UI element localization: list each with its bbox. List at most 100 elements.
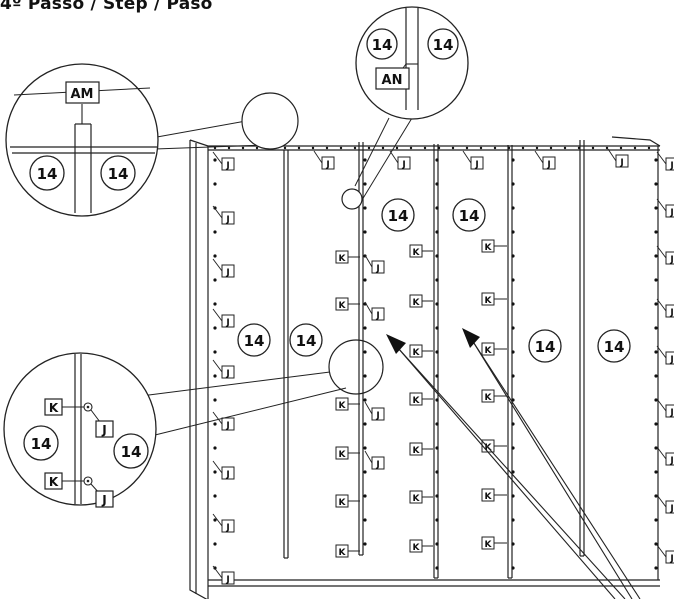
tag-label-k: K <box>413 396 421 406</box>
arrow-head-left <box>386 334 406 354</box>
screw-dot <box>654 326 658 330</box>
detail-kj: K K J J 14 14 <box>3 352 157 508</box>
hardware-tag-k: K <box>481 439 507 453</box>
detail-am: AM 14 14 <box>5 63 159 217</box>
screw-dot <box>213 542 217 546</box>
zoom-origin-an <box>341 188 363 210</box>
tag-label-k: K <box>339 401 347 411</box>
screw-dot <box>511 374 515 378</box>
tag-label-j: J <box>225 268 229 278</box>
hardware-tag-j: J <box>656 198 674 218</box>
label-14: 14 <box>31 435 52 453</box>
screw-dot <box>511 518 515 522</box>
tag-label-k: K <box>413 248 421 258</box>
panel-label-14: 14 <box>452 198 486 232</box>
panel-label-14: 14 <box>237 323 271 357</box>
tag-label-k: K <box>339 301 347 311</box>
tag-label-k: K <box>485 296 493 306</box>
screw-dot <box>363 278 367 282</box>
screw-dot <box>311 146 315 150</box>
screw-dot <box>213 374 217 378</box>
screw-dot <box>435 494 439 498</box>
screw-dot <box>213 470 217 474</box>
screw-dot <box>213 278 217 282</box>
hardware-tag-j: J <box>656 345 674 365</box>
screw-dot <box>435 206 439 210</box>
screw-dot <box>654 542 658 546</box>
tag-label-j: J <box>669 408 673 418</box>
panel-label-14: 14 <box>381 198 415 232</box>
hardware-tag-k: K <box>481 536 507 550</box>
screw-dot <box>654 278 658 282</box>
hardware-tag-j: J <box>656 245 674 265</box>
screw-dot <box>363 446 367 450</box>
label-j: J <box>101 423 106 437</box>
label-k: K <box>49 475 59 489</box>
screw-dot <box>213 446 217 450</box>
hardware-tag-j: J <box>389 150 411 170</box>
tag-label-j: J <box>669 208 673 218</box>
screw-dot <box>435 398 439 402</box>
screw-dot <box>213 518 217 522</box>
label-k: K <box>49 401 59 415</box>
screw-dot <box>435 518 439 522</box>
screw-dot <box>479 146 483 150</box>
hardware-tag-j: J <box>656 398 674 418</box>
tag-label-j: J <box>375 311 379 321</box>
screw-dot <box>339 146 343 150</box>
hardware-tag-j: J <box>212 205 235 225</box>
hardware-tag-j: J <box>656 298 674 318</box>
tag-label-j: J <box>474 160 478 170</box>
screw-dot <box>363 230 367 234</box>
tag-label-j: J <box>669 161 673 171</box>
panel-dividers <box>283 140 585 579</box>
insertion-arrows <box>397 339 641 599</box>
tag-label-j: J <box>401 160 405 170</box>
tag-label-j: J <box>225 161 229 171</box>
screw-dot <box>654 182 658 186</box>
hardware-tag-k: K <box>335 397 360 411</box>
screw-dot <box>654 518 658 522</box>
tag-label-k: K <box>413 494 421 504</box>
screw-dot <box>213 422 217 426</box>
screw-dot <box>283 146 287 150</box>
screw-dot <box>577 146 581 150</box>
tag-label-k: K <box>413 446 421 456</box>
screw-dot <box>297 146 301 150</box>
screw-dot <box>363 494 367 498</box>
hardware-tag-k: K <box>481 389 507 403</box>
tag-label-j: J <box>669 355 673 365</box>
divider <box>283 150 289 559</box>
hardware-tag-k: K <box>335 446 360 460</box>
screw-dot <box>241 146 245 150</box>
screw-dot <box>654 398 658 402</box>
tag-label-k: K <box>413 543 421 553</box>
screw-dot <box>435 542 439 546</box>
screw-dot <box>213 326 217 330</box>
screw-dot <box>363 158 367 162</box>
tag-label-k: K <box>485 346 493 356</box>
screw-dot <box>409 146 413 150</box>
screw-dot <box>654 350 658 354</box>
screw-dot <box>535 146 539 150</box>
screw-dot <box>511 182 515 186</box>
callout-leaders <box>140 117 413 436</box>
tag-label-j: J <box>546 160 550 170</box>
panel-label-14: 14 <box>528 329 562 363</box>
panel-label-14: 14 <box>289 323 323 357</box>
label-an: AN <box>382 73 403 88</box>
step-title: 4º Passo / Step / Paso <box>0 0 213 14</box>
hardware-tag-j: J <box>656 494 674 514</box>
label-14: 14 <box>535 338 556 356</box>
screw-dot <box>654 374 658 378</box>
hardware-tag-j: J <box>534 150 556 170</box>
screw-dot <box>511 542 515 546</box>
screw-dot <box>563 146 567 150</box>
divider <box>579 140 585 557</box>
arrow-head-right <box>462 328 480 348</box>
screw-dot <box>511 254 515 258</box>
tag-label-j: J <box>325 160 329 170</box>
screw-dot <box>213 146 217 150</box>
hardware-tag-j: J <box>313 150 335 170</box>
tag-label-k: K <box>485 243 493 253</box>
